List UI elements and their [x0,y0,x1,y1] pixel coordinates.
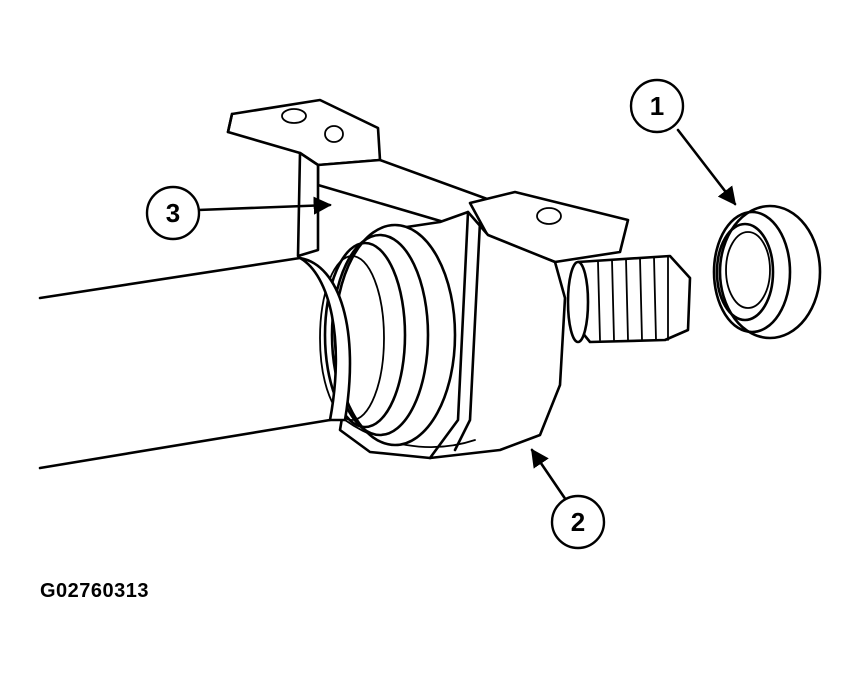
callout-3: 3 [145,185,332,241]
figure-id-label: G02760313 [40,580,150,602]
driveshaft-tube [38,256,332,470]
splined-shaft [566,254,692,344]
bearing-seal [712,204,822,340]
svg-text:2: 2 [571,507,585,537]
svg-text:3: 3 [166,198,180,228]
callout-1: 1 [629,78,737,206]
insulator-rings [298,223,457,447]
svg-text:1: 1 [650,91,664,121]
callout-2: 2 [530,448,606,550]
